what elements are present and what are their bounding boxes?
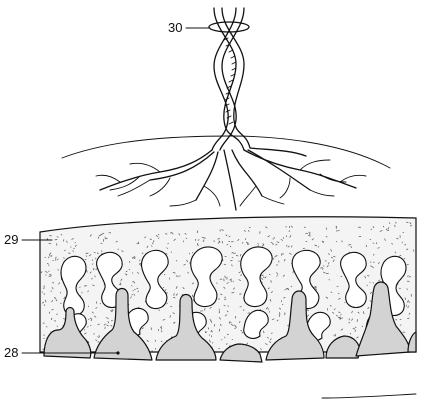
section-edge <box>322 394 416 398</box>
callout-30: 30 <box>168 20 210 35</box>
cortex-section <box>40 217 416 362</box>
label-29: 29 <box>4 232 18 247</box>
label-28: 28 <box>4 345 18 360</box>
leader-dot-28 <box>116 351 119 354</box>
label-30: 30 <box>168 20 182 35</box>
vessel-bundle <box>96 8 366 210</box>
